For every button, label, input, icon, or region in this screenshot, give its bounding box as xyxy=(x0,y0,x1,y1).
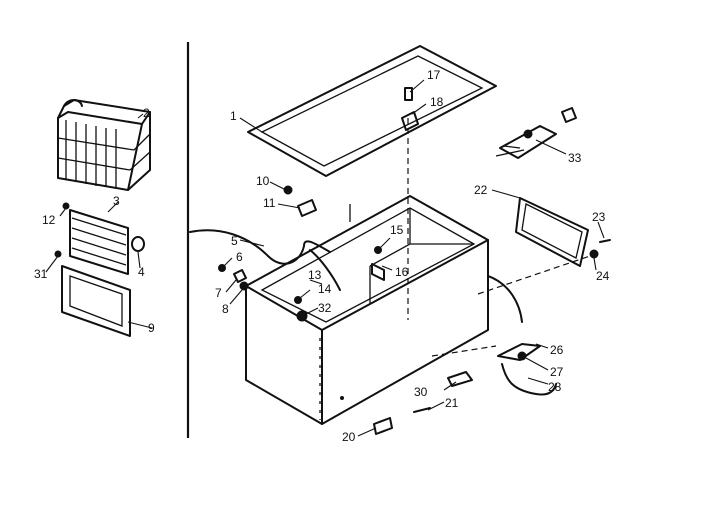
callout-26: 26 xyxy=(550,343,564,357)
washer-27 xyxy=(517,351,527,361)
tube-5 xyxy=(189,229,331,265)
grommet-32 xyxy=(296,310,308,322)
part-30 xyxy=(447,371,473,387)
bracket-11 xyxy=(297,199,317,217)
screw-6 xyxy=(218,264,226,272)
nut-8 xyxy=(239,281,249,291)
callout-33: 33 xyxy=(568,151,582,165)
callout-6: 6 xyxy=(236,250,243,264)
callout-2: 2 xyxy=(143,106,150,120)
callout-13: 13 xyxy=(308,268,322,282)
callout-20: 20 xyxy=(342,430,356,444)
screw-31 xyxy=(54,250,62,258)
callout-4: 4 xyxy=(138,265,145,279)
hinge-pin xyxy=(401,87,419,131)
fitting-15 xyxy=(374,246,382,254)
callout-24: 24 xyxy=(596,269,610,283)
vent-grille xyxy=(69,209,129,275)
knob-10 xyxy=(283,185,293,195)
screw-23 xyxy=(599,239,611,243)
callout-16: 16 xyxy=(395,265,409,279)
wire-basket xyxy=(57,99,151,191)
screw-14 xyxy=(294,296,302,304)
callout-7: 7 xyxy=(215,286,222,300)
drain-hose xyxy=(487,275,523,323)
callout-15: 15 xyxy=(390,223,404,237)
callout-1: 1 xyxy=(230,109,237,123)
callout-17: 17 xyxy=(427,68,441,82)
callout-14: 14 xyxy=(318,282,332,296)
callout-10: 10 xyxy=(256,174,270,188)
screw-21 xyxy=(413,407,431,413)
cap-20 xyxy=(373,417,393,435)
callout-27: 27 xyxy=(550,365,564,379)
washer-24 xyxy=(589,249,599,259)
callout-8: 8 xyxy=(222,302,229,316)
freezer-cabinet xyxy=(245,195,489,425)
callout-12: 12 xyxy=(42,213,56,227)
callout-11: 11 xyxy=(263,196,276,210)
screw-12 xyxy=(62,202,70,210)
cord-28 xyxy=(501,363,557,396)
callout-21: 21 xyxy=(445,396,459,410)
callout-31: 31 xyxy=(34,267,48,281)
frame-panel xyxy=(61,265,131,337)
callout-18: 18 xyxy=(430,95,444,109)
callout-30: 30 xyxy=(414,385,428,399)
callout-23: 23 xyxy=(592,210,606,224)
lid-gasket xyxy=(247,45,497,177)
bracket-26 xyxy=(497,343,541,361)
knob-4 xyxy=(131,236,145,252)
callout-3: 3 xyxy=(113,194,120,208)
callout-28: 28 xyxy=(548,380,562,394)
callout-5: 5 xyxy=(231,234,238,248)
back-panel xyxy=(515,197,589,267)
callout-9: 9 xyxy=(148,321,155,335)
callout-22: 22 xyxy=(474,183,488,197)
leader-lines xyxy=(45,79,605,437)
clip-7 xyxy=(233,269,247,283)
tube-13 xyxy=(309,249,341,291)
hinge-assembly xyxy=(495,107,577,159)
callout-32: 32 xyxy=(318,301,332,315)
